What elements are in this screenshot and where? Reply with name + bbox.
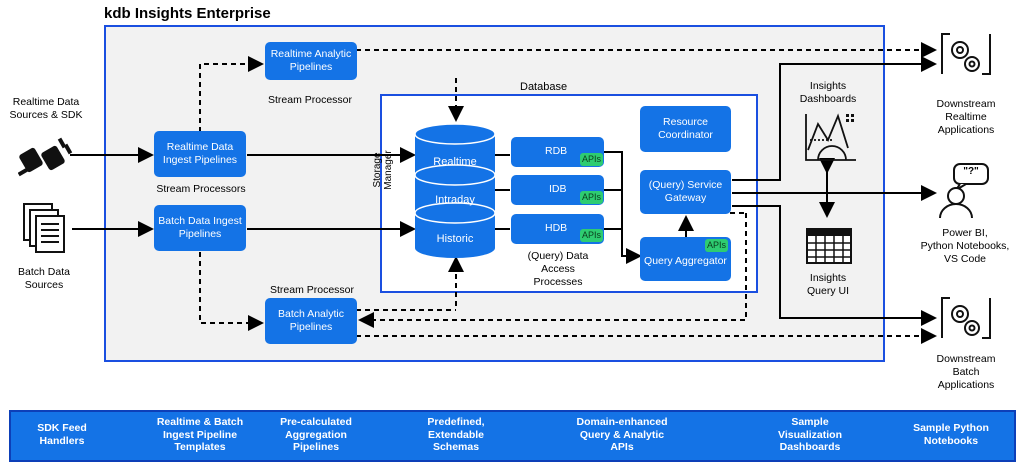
batch-ingest-pipelines: Batch Data Ingest Pipelines [154, 205, 246, 251]
stream-processors-label: Stream Processors [156, 183, 246, 195]
speech-bubble-text: "?" [963, 166, 979, 177]
gears-realtime-icon [941, 33, 991, 75]
hdb-label: HDB [545, 222, 568, 235]
feature-schemas: Predefined, Extendable Schemas [427, 416, 485, 454]
dashboard-chart-icon [805, 113, 856, 161]
user-question-icon [939, 163, 989, 219]
feature-query-apis: Domain-enhanced Query & Analytic APIs [576, 416, 668, 454]
storage-tier-intraday: Intraday [435, 194, 475, 206]
feature-sdk-feed-handlers: SDK Feed Handlers [37, 422, 87, 447]
feature-bar [9, 410, 1016, 462]
realtime-ingest-pipelines: Realtime Data Ingest Pipelines [154, 131, 246, 177]
bi-tools-label: Power BI, Python Notebooks, VS Code [920, 227, 1010, 266]
storage-manager-label: Storage Manager [372, 150, 394, 190]
realtime-analytic-pipelines: Realtime Analytic Pipelines [265, 42, 357, 80]
stream-processor-bottom-label: Stream Processor [269, 284, 355, 296]
documents-icon [23, 203, 65, 253]
downstream-realtime-label: Downstream Realtime Applications [936, 98, 996, 137]
storage-cylinder [414, 124, 496, 258]
insights-query-ui-label: Insights Query UI [806, 272, 849, 298]
batch-sources-label: Batch Data Sources [18, 266, 70, 292]
batch-analytic-pipelines: Batch Analytic Pipelines [265, 298, 357, 344]
gears-batch-icon [941, 297, 991, 339]
storage-tier-historic: Historic [436, 233, 474, 245]
idb-process: IDB [511, 175, 604, 205]
idb-label: IDB [549, 183, 567, 196]
feature-ingest-templates: Realtime & Batch Ingest Pipeline Templat… [156, 416, 244, 454]
insights-dashboards-label: Insights Dashboards [799, 80, 857, 106]
hdb-api-badge: APIs [580, 229, 604, 242]
page-title: kdb Insights Enterprise [104, 5, 271, 22]
rdb-api-badge: APIs [580, 153, 604, 166]
database-label: Database [520, 81, 568, 93]
stream-processor-top-label: Stream Processor [267, 94, 353, 106]
feature-aggregation-pipelines: Pre-calculated Aggregation Pipelines [280, 416, 352, 454]
plug-icon [18, 137, 73, 177]
resource-coordinator: Resource Coordinator [640, 106, 731, 152]
realtime-sources-label: Realtime Data Sources & SDK [9, 96, 83, 122]
table-grid-icon [806, 228, 852, 264]
data-access-caption: (Query) Data Access Processes [527, 250, 589, 289]
rdb-label: RDB [545, 145, 568, 158]
feature-visualization-dashboards: Sample Visualization Dashboards [778, 416, 842, 454]
idb-api-badge: APIs [580, 191, 604, 204]
aggregator-api-badge: APIs [705, 239, 729, 252]
feature-python-notebooks: Sample Python Notebooks [913, 422, 989, 447]
downstream-batch-label: Downstream Batch Applications [936, 353, 996, 392]
storage-tier-realtime: Realtime [433, 156, 477, 168]
service-gateway: (Query) Service Gateway [640, 170, 731, 214]
